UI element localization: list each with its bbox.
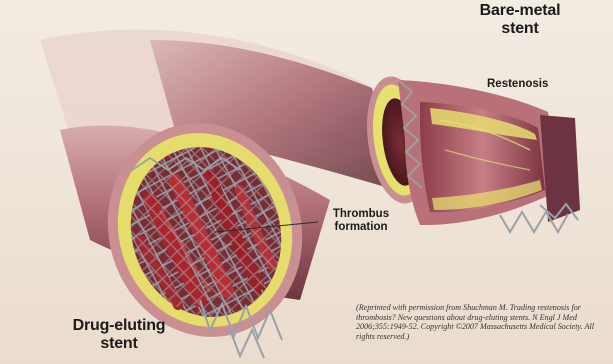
bare-metal-stent-label: Bare-metal stent xyxy=(466,2,574,38)
restenosis-label: Restenosis xyxy=(487,78,567,91)
citation-text: (Reprinted with permission from Shuchman… xyxy=(356,303,608,342)
drug-eluting-stent-label: Drug-eluting stent xyxy=(56,317,182,353)
thrombus-formation-label: Thrombus formation xyxy=(318,208,404,234)
